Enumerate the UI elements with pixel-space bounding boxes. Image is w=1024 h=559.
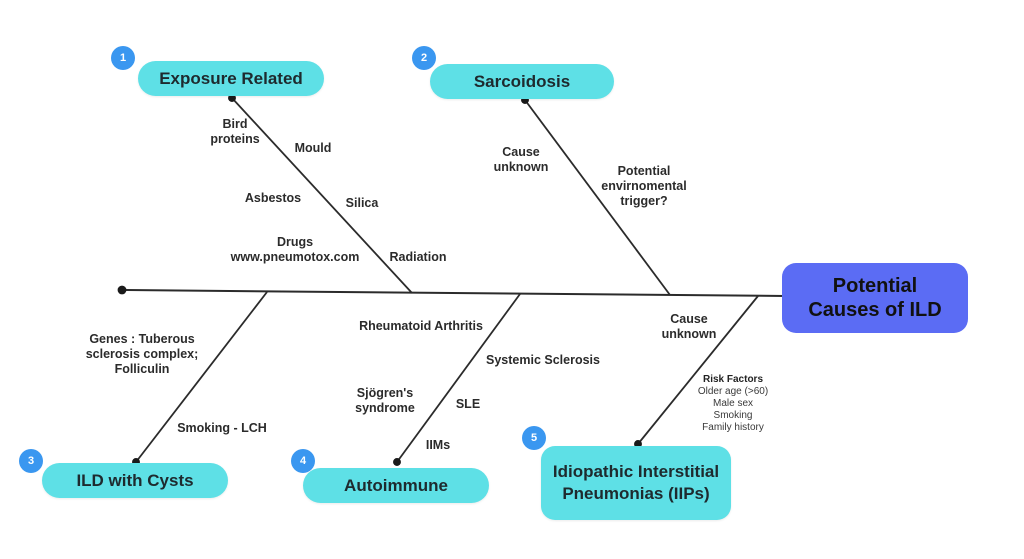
bone-iips: [634, 295, 759, 448]
diagram-title: Potential Causes of ILD: [808, 275, 942, 321]
diagram-head-node: Potential Causes of ILD: [782, 263, 968, 333]
category-node-sarcoidosis: Sarcoidosis: [430, 64, 614, 99]
category-node-iips: Idiopathic Interstitial Pneumonias (IIPs…: [541, 446, 731, 520]
category-label: Exposure Related: [159, 68, 303, 88]
risk-factor-item: Older age (>60): [697, 386, 769, 397]
category-label: Sarcoidosis: [473, 71, 571, 91]
risk-factors-heading: Risk Factors: [702, 374, 764, 385]
category-label: Idiopathic Interstitial Pneumonias (IIPs…: [552, 462, 720, 503]
bone-sarcoidosis: [521, 96, 671, 296]
risk-factor-item: Family history: [702, 422, 764, 433]
cause-label: Cause unknown: [493, 145, 549, 174]
category-number-badge: 2: [412, 46, 436, 70]
cause-label: Asbestos: [244, 191, 302, 205]
bone-autoimmune: [393, 293, 521, 466]
risk-factor-item: Male sex: [712, 398, 753, 409]
category-label: Autoimmune: [344, 475, 448, 495]
cause-label: IIMs: [425, 438, 451, 452]
cause-label: Bird proteins: [210, 117, 260, 146]
risk-factors-list: Risk Factors Older age (>60) Male sex Sm…: [688, 374, 778, 434]
bone-exposure-related: [228, 94, 413, 294]
cause-label: Radiation: [389, 250, 447, 264]
cause-label: Sjögren's syndrome: [355, 386, 415, 415]
cause-label: Genes : Tuberous sclerosis complex; Foll…: [85, 332, 199, 376]
category-number-badge: 5: [522, 426, 546, 450]
category-node-exposure-related: Exposure Related: [138, 61, 324, 96]
cause-label: Smoking - LCH: [177, 421, 267, 435]
cause-label: SLE: [455, 397, 481, 411]
cause-label: Drugs www.pneumotox.com: [230, 235, 360, 264]
cause-label: Rheumatoid Arthritis: [359, 319, 483, 333]
bone-ild-with-cysts: [132, 291, 268, 466]
category-label: ILD with Cysts: [76, 470, 194, 490]
risk-factor-item: Smoking: [713, 410, 753, 421]
cause-label: Silica: [345, 196, 379, 210]
category-node-autoimmune: Autoimmune: [303, 468, 489, 503]
category-number-badge: 1: [111, 46, 135, 70]
spine-line: [117, 285, 786, 297]
cause-label: Potential envirnomental trigger?: [601, 164, 687, 208]
category-node-ild-with-cysts: ILD with Cysts: [42, 463, 228, 498]
cause-label: Mould: [294, 141, 332, 155]
cause-label: Systemic Sclerosis: [486, 353, 600, 367]
category-number-badge: 4: [291, 449, 315, 473]
cause-label: Cause unknown: [661, 312, 717, 341]
category-number-badge: 3: [19, 449, 43, 473]
